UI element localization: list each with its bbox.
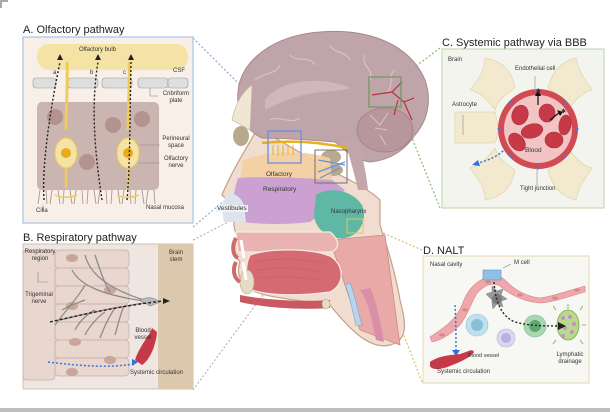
olfactory-region	[240, 152, 332, 180]
label-respiratory-line2: region	[31, 256, 49, 262]
panel-c-title: C. Systemic pathway via BBB	[442, 37, 587, 49]
mandible	[239, 269, 255, 295]
cerebral-vessels	[371, 81, 415, 121]
region-label-olfactory: Olfactory	[266, 171, 293, 178]
label-route-c: c	[123, 70, 126, 76]
label-route-a: a	[53, 70, 57, 76]
olfactory-highlight-box	[267, 130, 302, 164]
hard-palate	[235, 231, 339, 253]
label-cribriform-line1: Cribriform	[162, 91, 190, 97]
frontal-bone	[231, 84, 253, 131]
label-route-b: b	[90, 70, 94, 76]
trachea	[360, 288, 384, 342]
region-label-respiratory: Respiratory	[263, 186, 297, 193]
floor-of-mouth	[240, 295, 330, 309]
bbb-highlight-box	[368, 76, 402, 108]
region-label-nasopharynx: Nasopharynx	[331, 209, 367, 215]
bottom-border	[0, 408, 610, 412]
teeth	[239, 239, 248, 281]
trigeminal-branches	[317, 159, 346, 179]
label-endothelial-cell: Endothelial cell	[515, 66, 556, 72]
tongue-striations	[254, 258, 326, 282]
label-nasal-mucosa: Nasal mucosa	[146, 205, 185, 211]
label-lymphatic-line2: drainage	[558, 359, 582, 365]
nasopharynx-region	[314, 190, 365, 239]
label-m-cell: M cell	[514, 260, 530, 266]
respiratory-highlight-box	[314, 149, 348, 184]
label-brain-stem-line1: Brain	[168, 250, 183, 256]
tongue	[245, 249, 342, 296]
gyri	[254, 44, 396, 122]
brainstem	[345, 140, 368, 190]
label-perineural-line2: space	[167, 143, 184, 149]
hyoid-bone	[321, 298, 331, 310]
label-blood-vessel-line1: Blood	[135, 328, 151, 334]
upper-lip	[231, 237, 240, 260]
label-lymphatic-line1: Lymphatic	[556, 352, 584, 358]
panel-b-title: B. Respiratory pathway	[23, 232, 137, 244]
label-astrocyte: Astrocyte	[452, 102, 478, 108]
label-trigeminal-line2: nerve	[31, 299, 47, 305]
lower-lip	[231, 261, 242, 284]
label-perineural-line1: Perineural	[162, 136, 190, 142]
label-trigeminal-line1: Trigeminal	[25, 292, 53, 298]
larynx-cartilage	[344, 282, 363, 327]
panel-d-title: D. NALT	[423, 245, 465, 257]
label-brain: Brain	[448, 57, 463, 63]
label-brain-stem-line2: stem	[169, 257, 183, 263]
label-tight-junction: Tight junction	[520, 186, 556, 192]
label-olfactory-bulb: Olfactory bulb	[79, 47, 117, 53]
label-cribriform-line2: plate	[169, 98, 183, 104]
label-respiratory-line1: Respiratory	[24, 249, 56, 255]
label-blood: Blood	[525, 147, 542, 154]
region-label-vestibules: Vestibules	[216, 205, 248, 212]
label-olfactory-nerve-line1: Olfactory	[163, 156, 188, 162]
label-nasal-cavity: Nasal cavity	[430, 262, 463, 268]
panel-a-title: A. Olfactory pathway	[23, 24, 125, 36]
label-systemic-circulation-d: Systemic circulation	[437, 369, 491, 375]
nalt-highlight-box	[346, 218, 364, 234]
label-csf: CSF	[173, 68, 185, 74]
cerebellum-folia	[369, 112, 389, 146]
frontal-sinus	[233, 126, 249, 146]
label-systemic-circulation-b: Systemic circulation	[130, 370, 184, 376]
corner-mark	[0, 0, 8, 8]
label-cilia: Cilia	[36, 208, 48, 214]
label-olfactory-nerve-line2: nerve	[168, 163, 184, 169]
olfactory-tract	[261, 140, 349, 150]
label-blood-vessel-d: Blood vessel	[468, 353, 500, 359]
corpus-callosum	[265, 80, 350, 110]
label-blood-vessel-line2: vessel	[134, 335, 152, 341]
